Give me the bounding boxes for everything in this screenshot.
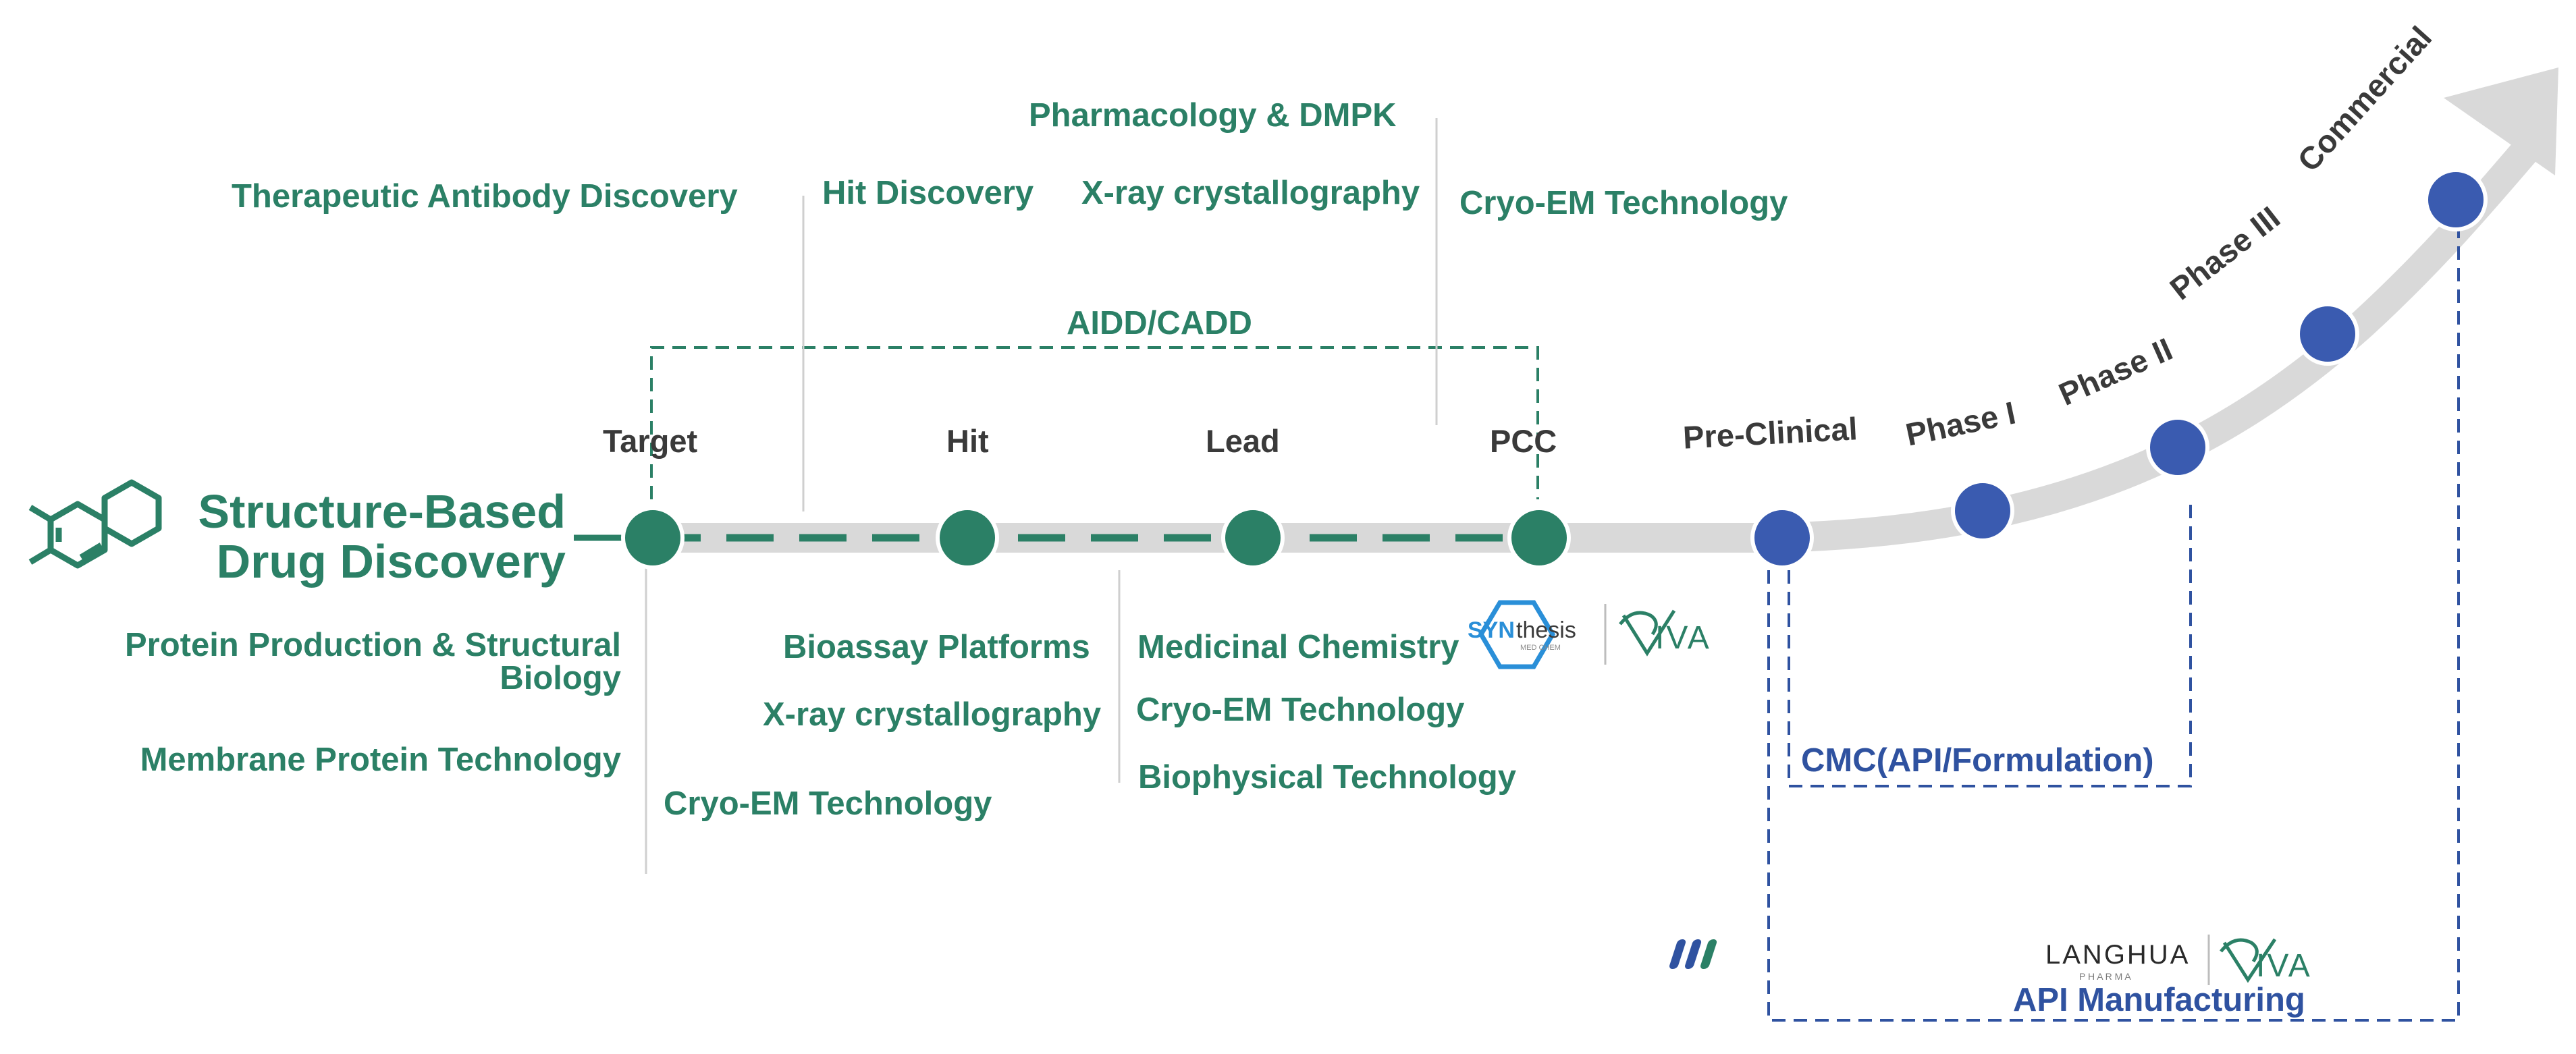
node-preclinical: [1750, 506, 1814, 570]
molecule-icon: [28, 479, 162, 569]
viva-logo-mark-2: [2220, 938, 2277, 983]
aidd-bracket: [650, 346, 1539, 499]
track-arrowhead: [2444, 67, 2558, 175]
label-pharmacology-dmpk: Pharmacology & DMPK: [1029, 97, 1397, 134]
node-commercial: [2424, 168, 2488, 231]
synthesis-logo-mark: [1478, 600, 1556, 669]
synthesis-logo-syn: SYN: [1468, 617, 1515, 643]
langhua-logo-sub: P H A R M A: [2079, 971, 2131, 982]
langhua-logo-mark: [1669, 939, 1717, 969]
label-biophysical: Biophysical Technology: [1138, 759, 1516, 796]
label-xray-top: X-ray crystallography: [1081, 175, 1420, 211]
label-medicinal-chemistry: Medicinal Chemistry: [1137, 629, 1459, 665]
viva-logo-text-2: IVA: [2256, 948, 2312, 984]
label-cryoem-mid: Cryo-EM Technology: [1136, 692, 1465, 728]
label-cryoem-top: Cryo-EM Technology: [1459, 185, 1788, 221]
node-phase2: [2146, 416, 2209, 479]
label-cryoem-left: Cryo-EM Technology: [664, 785, 992, 822]
label-antibody-discovery: Therapeutic Antibody Discovery: [232, 178, 738, 215]
label-aidd-cadd: AIDD/CADD: [1067, 305, 1252, 341]
title-line2: Drug Discovery: [216, 534, 566, 588]
node-phase3: [2296, 302, 2359, 366]
label-membrane-protein: Membrane Protein Technology: [140, 742, 621, 778]
node-phase1: [1951, 479, 2014, 543]
viva-logo-mark-1: [1619, 609, 1676, 657]
langhua-logo-text: LANGHUA: [2045, 940, 2191, 970]
synthesis-logo-sub: MED CHEM: [1520, 644, 1561, 652]
viva-logo-text-1: IVA: [1655, 620, 1711, 656]
page-title: Structure-Based Drug Discovery: [122, 487, 566, 586]
stage-label-pcc: PCC: [1490, 423, 1557, 459]
node-pcc: [1507, 506, 1571, 570]
label-bioassay-platforms: Bioassay Platforms: [783, 629, 1090, 665]
stage-label-lead: Lead: [1206, 423, 1280, 459]
node-hit: [936, 506, 999, 570]
node-target: [621, 506, 685, 570]
protein-production-line1: Protein Production & Structural: [124, 627, 621, 663]
cmc-bracket: [1788, 505, 2192, 787]
stage-label-hit: Hit: [946, 423, 989, 459]
label-xray-bottom: X-ray crystallography: [763, 696, 1102, 733]
stage-label-preclinical: Pre-Clinical: [1682, 410, 1858, 455]
node-lead: [1221, 506, 1285, 570]
synthesis-logo-thesis: thesis: [1516, 617, 1576, 643]
stage-label-target: Target: [603, 423, 698, 459]
protein-production-line2: Biology: [500, 660, 621, 696]
api-bracket: [1767, 223, 2460, 1022]
label-hit-discovery: Hit Discovery: [822, 175, 1034, 211]
label-protein-production: Protein Production & Structural Biology: [101, 629, 621, 695]
label-api-manufacturing: API Manufacturing: [2013, 982, 2305, 1018]
label-cmc: CMC(API/Formulation): [1801, 742, 2154, 779]
title-line1: Structure-Based: [198, 485, 566, 538]
